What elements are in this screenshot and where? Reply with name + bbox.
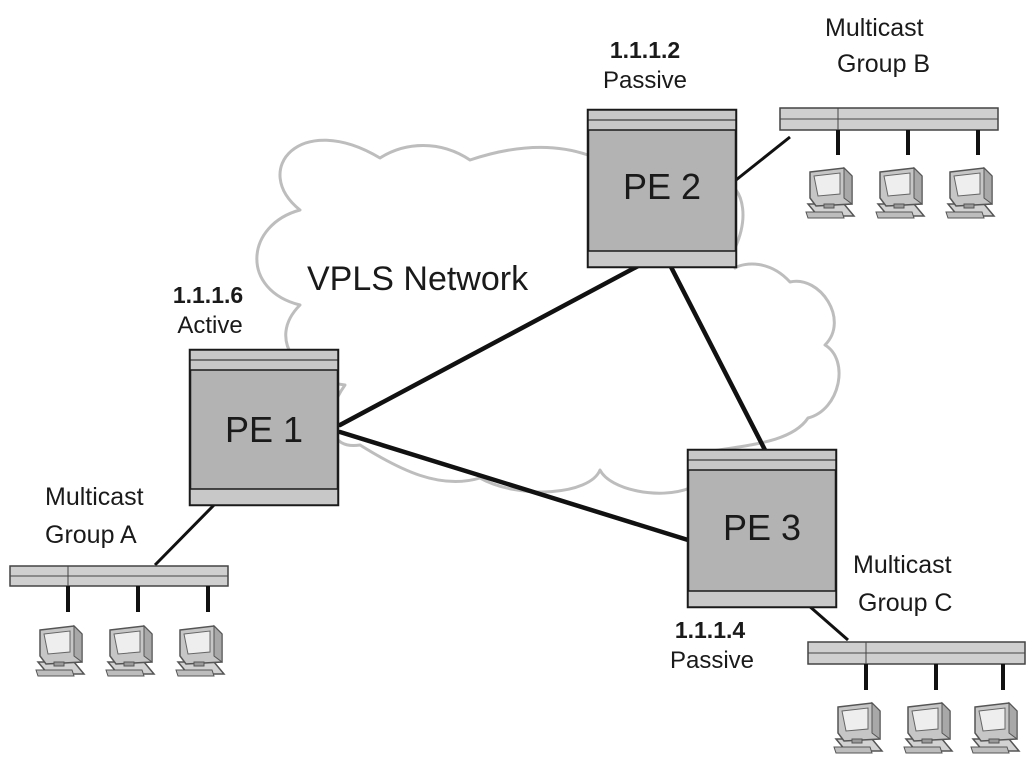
link-pe2-pe3 bbox=[667, 262, 768, 453]
router-pe1[interactable]: PE 1 bbox=[188, 348, 340, 507]
router-pe2-address: 1.1.1.2 bbox=[610, 37, 680, 63]
stub-pe3-group-c bbox=[807, 603, 849, 642]
router-pe2-role: Passive bbox=[603, 67, 687, 94]
group-c-label-line1: Multicast bbox=[853, 551, 952, 579]
stub-pe1-group-a bbox=[153, 503, 216, 567]
group-b-label-line2: Group B bbox=[837, 50, 930, 78]
vpls-cloud: VPLS Network bbox=[255, 138, 841, 495]
group-b-host-1-icon bbox=[805, 167, 855, 219]
group-a-host-3-icon bbox=[175, 625, 225, 677]
multicast-group-b: Multicast Group B bbox=[779, 14, 999, 219]
router-pe3[interactable]: PE 3 bbox=[686, 448, 838, 609]
router-pe1-label: PE 1 bbox=[225, 409, 303, 450]
cloud-label: VPLS Network bbox=[307, 260, 529, 298]
group-b-host-3-icon bbox=[945, 167, 995, 219]
group-c-host-2-icon bbox=[903, 702, 953, 754]
group-a-label-line1: Multicast bbox=[45, 483, 144, 511]
link-pe1-pe2 bbox=[337, 262, 643, 428]
multicast-group-a: Multicast Group A bbox=[9, 483, 229, 677]
group-b-host-2-icon bbox=[875, 167, 925, 219]
router-pe2[interactable]: PE 2 bbox=[586, 108, 738, 269]
stub-pe2-group-b bbox=[735, 135, 791, 182]
group-a-lan bbox=[9, 565, 229, 612]
router-pe3-role: Passive bbox=[670, 647, 754, 674]
router-pe1-role: Active bbox=[177, 312, 242, 339]
router-pe1-address: 1.1.1.6 bbox=[173, 282, 243, 308]
cloud-outline bbox=[255, 138, 841, 495]
links bbox=[337, 262, 768, 543]
link-pe1-pe3 bbox=[337, 429, 691, 543]
group-c-label-line2: Group C bbox=[858, 589, 952, 617]
multicast-group-c: Multicast Group C bbox=[807, 551, 1026, 754]
group-b-lan bbox=[779, 107, 999, 155]
group-c-host-1-icon bbox=[833, 702, 883, 754]
lan-stubs bbox=[153, 135, 849, 642]
group-c-host-3-icon bbox=[970, 702, 1020, 754]
router-pe3-label: PE 3 bbox=[723, 507, 801, 548]
group-a-host-1-icon bbox=[35, 625, 85, 677]
group-a-label-line2: Group A bbox=[45, 521, 137, 549]
router-pe2-label: PE 2 bbox=[623, 166, 701, 207]
router-pe3-address: 1.1.1.4 bbox=[675, 617, 746, 643]
group-a-host-2-icon bbox=[105, 625, 155, 677]
group-b-label-line1: Multicast bbox=[825, 14, 924, 42]
group-c-lan bbox=[807, 641, 1026, 690]
